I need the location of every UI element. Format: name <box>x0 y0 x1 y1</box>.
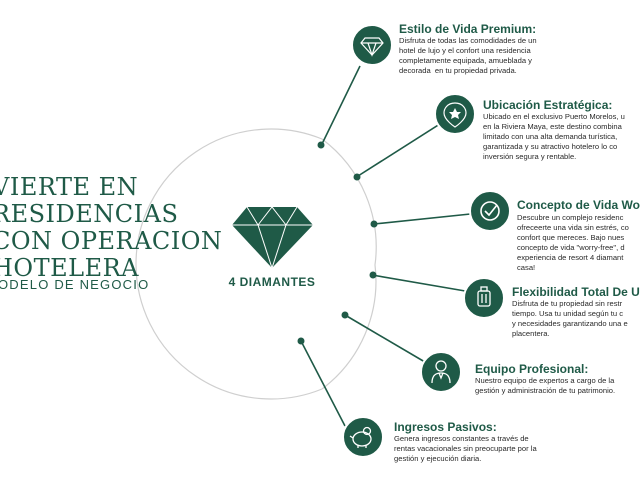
connector-dot-2 <box>353 173 361 181</box>
item-title-equipo: Equipo Profesional: <box>475 362 589 376</box>
piggy-bank-icon <box>349 426 372 448</box>
item-desc-flexibilidad: Disfruta de tu propiedad sin restr tiemp… <box>512 299 628 338</box>
luggage-icon <box>477 286 491 307</box>
connector-5 <box>344 314 431 366</box>
connector-dot-1 <box>317 141 325 149</box>
connector-dot-4 <box>369 271 377 279</box>
center-diamond-icon <box>232 206 313 270</box>
item-title-flexibilidad: Flexibilidad Total De U <box>512 285 640 299</box>
item-desc-premium: Disfruta de todas las comodidades de un … <box>399 36 537 75</box>
connector-6 <box>300 340 346 427</box>
center-circle-arc <box>135 128 323 400</box>
check-circle-icon <box>480 201 500 221</box>
item-desc-equipo: Nuestro equipo de expertos a cargo de la… <box>475 376 616 395</box>
item-circle-4 <box>463 277 505 319</box>
item-desc-ubicacion: Ubicado en el exclusivo Puerto Morelos, … <box>483 112 625 161</box>
item-title-premium: Estilo de Vida Premium: <box>399 22 537 36</box>
connector-dot-6 <box>297 337 305 345</box>
diamond-icon <box>360 37 384 57</box>
item-title-concepto: Concepto de Vida Wo <box>517 198 640 212</box>
item-title-ubicacion: Ubicación Estratégica: <box>483 98 613 112</box>
item-circle-6 <box>342 416 384 458</box>
connector-dot-5 <box>341 311 349 319</box>
item-title-ingresos: Ingresos Pasivos: <box>394 420 497 434</box>
item-circle-5 <box>420 351 462 393</box>
connector-3 <box>373 212 481 225</box>
item-desc-ingresos: Genera ingresos constantes a través de r… <box>394 434 537 463</box>
location-badge-icon <box>443 102 467 128</box>
item-desc-concepto: Descubre un complejo residenc ofreceerte… <box>517 213 629 272</box>
item-circle-3 <box>469 190 511 232</box>
center-circle-arc-right <box>321 138 377 390</box>
connector-2 <box>357 121 444 177</box>
connector-dot-3 <box>370 220 378 228</box>
connector-1 <box>321 65 361 145</box>
subtitle: ODELO DE NEGOCIO <box>0 277 150 292</box>
connector-4 <box>371 274 472 293</box>
professional-person-icon <box>431 360 451 384</box>
main-title: VIERTE EN RESIDENCIAS CON OPERACION HOTE… <box>0 173 223 282</box>
item-circle-1 <box>351 24 393 66</box>
center-label: 4 DIAMANTES <box>228 275 316 289</box>
